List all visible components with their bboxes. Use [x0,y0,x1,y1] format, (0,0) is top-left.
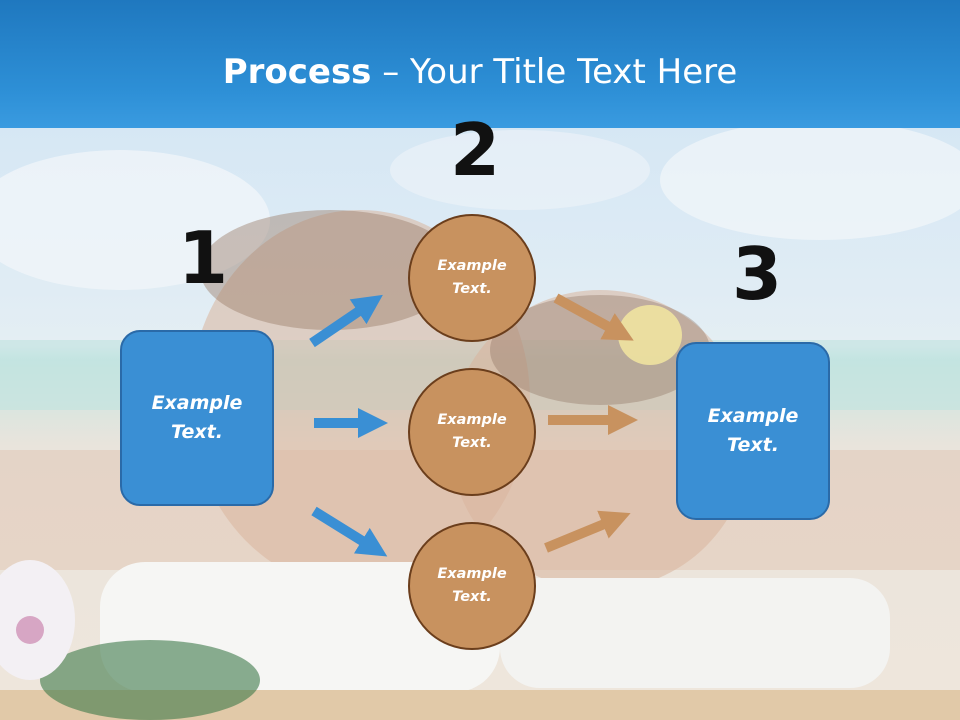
circle-bottom-line1: Example [437,566,507,582]
title-rest: – Your Title Text Here [371,52,738,92]
step-number-3: 3 [732,232,783,316]
arrow-tan-up [544,510,631,553]
step-number-2: 2 [450,108,501,192]
step-number-1: 1 [178,216,229,300]
arrow-tan-down [553,293,634,341]
circle-top-line2: Text. [452,281,492,297]
circle-bottom-line2: Text. [452,589,492,605]
step-box-1-line1: Example [151,392,243,414]
title-bold: Process [222,52,372,92]
circle-middle-line1: Example [437,412,507,428]
step-box-3-line1: Example [707,405,799,427]
title-bar [0,0,960,128]
step-box-3-line2: Text. [727,434,779,456]
circle-middle-line2: Text. [452,435,492,451]
step-box-1-line2: Text. [171,421,223,443]
circle-top-line1: Example [437,258,507,274]
arrow-blue-down [311,506,388,557]
slide-title: Process – Your Title Text Here [0,52,960,92]
arrow-blue-up [309,294,383,348]
